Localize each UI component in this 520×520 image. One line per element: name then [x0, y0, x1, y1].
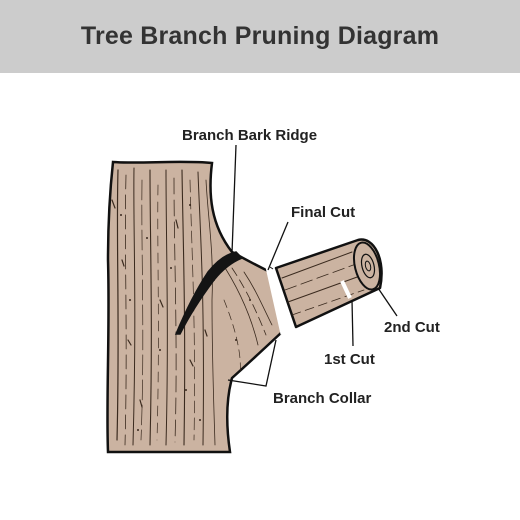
branch-end-rings — [352, 241, 382, 291]
label-first-cut: 1st Cut — [324, 351, 375, 368]
final-cut-mark — [265, 266, 286, 335]
branch — [274, 238, 383, 329]
page-title: Tree Branch Pruning Diagram — [80, 22, 440, 50]
pruning-diagram — [106, 144, 398, 454]
first-cut-mark — [340, 280, 352, 299]
label-final-cut: Final Cut — [291, 204, 356, 221]
branch-collar-pointer — [227, 339, 277, 387]
branch-bark-ridge-mark — [174, 251, 244, 335]
label-branch-bark-ridge: Branch Bark Ridge — [182, 127, 318, 144]
first-cut-pointer — [351, 299, 354, 347]
pointer-lines — [227, 144, 398, 387]
label-second-cut: 2nd Cut — [384, 319, 440, 336]
branch-bark-ridge-pointer — [231, 144, 237, 254]
second-cut-pointer — [377, 287, 398, 317]
title-bar: Tree Branch Pruning Diagram — [0, 0, 520, 73]
label-branch-collar: Branch Collar — [273, 390, 372, 407]
final-cut-pointer — [267, 221, 289, 271]
